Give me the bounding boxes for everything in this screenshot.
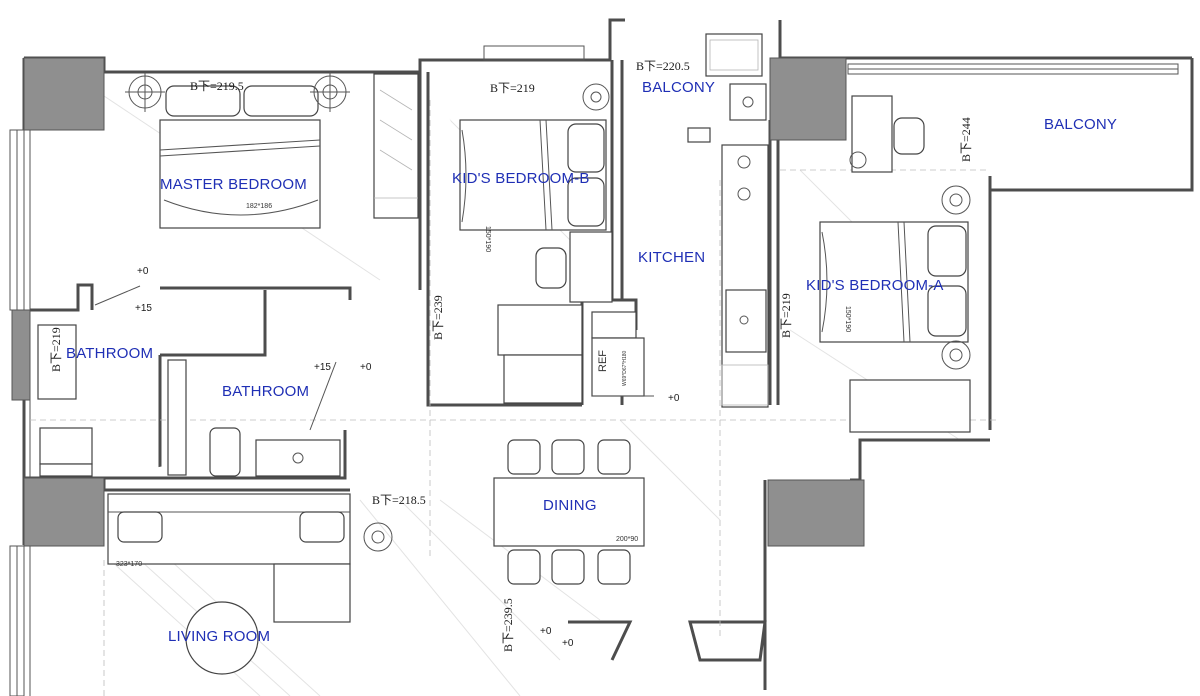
columns: [11, 57, 865, 547]
label-living-room: LIVING ROOM: [168, 628, 270, 645]
bathroom-center-fixtures: [167, 359, 341, 477]
level-kitchen-door: +0: [668, 393, 680, 404]
fridge-size: W69*D67*H180: [622, 350, 628, 386]
ceiling-dining: B下=218.5: [372, 493, 426, 507]
size-master-bed: 182*186: [246, 203, 272, 210]
master-nightstand-lamps: [125, 72, 350, 112]
ceiling-kitchen-side: B下=219: [779, 293, 793, 338]
level-bath-center-step: +15: [314, 362, 331, 373]
bathroom-left-fixtures: [37, 285, 141, 477]
sofa: [107, 493, 351, 623]
ceiling-master: B下=219.5: [190, 79, 244, 93]
level-bath-left-step: +15: [135, 303, 152, 314]
kitchen-counter: [721, 144, 769, 408]
fridge-label: REF: [597, 350, 609, 372]
kids-b-closet: [497, 304, 583, 404]
ceiling-bath-left: B下=219: [49, 327, 63, 372]
ceiling-living-side: B下=239.5: [501, 598, 515, 652]
label-kitchen: KITCHEN: [638, 249, 705, 266]
master-bed: [159, 85, 321, 229]
size-kids-a-bed: 150*190: [844, 306, 851, 332]
label-balcony-top: BALCONY: [642, 79, 715, 96]
label-bathroom-center: BATHROOM: [222, 383, 309, 400]
ceiling-kids-b-side: B下=239: [431, 295, 445, 340]
ceiling-kids-b-top: B下=219: [490, 81, 535, 95]
label-kids-bedroom-a: KID'S BEDROOM-A: [806, 277, 944, 294]
master-wardrobe: [373, 73, 419, 219]
size-dining-table: 200*90: [616, 536, 638, 543]
label-dining: DINING: [543, 497, 597, 514]
coffee-table: [185, 601, 259, 675]
label-balcony-right: BALCONY: [1044, 116, 1117, 133]
label-master-bedroom: MASTER BEDROOM: [160, 176, 307, 193]
kids-a-lamps-desk: [849, 95, 971, 433]
dining-table: [493, 439, 645, 585]
level-bath-center-door: +0: [360, 362, 372, 373]
fridge: [591, 311, 654, 397]
level-master-door: +0: [137, 266, 149, 277]
windows: [9, 45, 1179, 696]
top-balcony-fixtures: [687, 33, 767, 143]
kids-a-bed: [819, 221, 969, 343]
size-kids-b-bed: 150*190: [484, 226, 491, 252]
ceiling-balcony-top: B下=220.5: [636, 59, 690, 73]
size-sofa: 323*170: [116, 561, 142, 568]
label-bathroom-left: BATHROOM: [66, 345, 153, 362]
level-entry-1: +0: [540, 626, 552, 637]
dining-ceiling-light: [363, 522, 393, 552]
level-entry-2: +0: [562, 638, 574, 649]
ceiling-balcony-right: B下=244: [959, 117, 973, 162]
kids-b-bed: [459, 119, 607, 231]
kids-b-lamps-desk: [535, 83, 613, 303]
label-kids-bedroom-b: KID'S BEDROOM-B: [452, 170, 590, 187]
